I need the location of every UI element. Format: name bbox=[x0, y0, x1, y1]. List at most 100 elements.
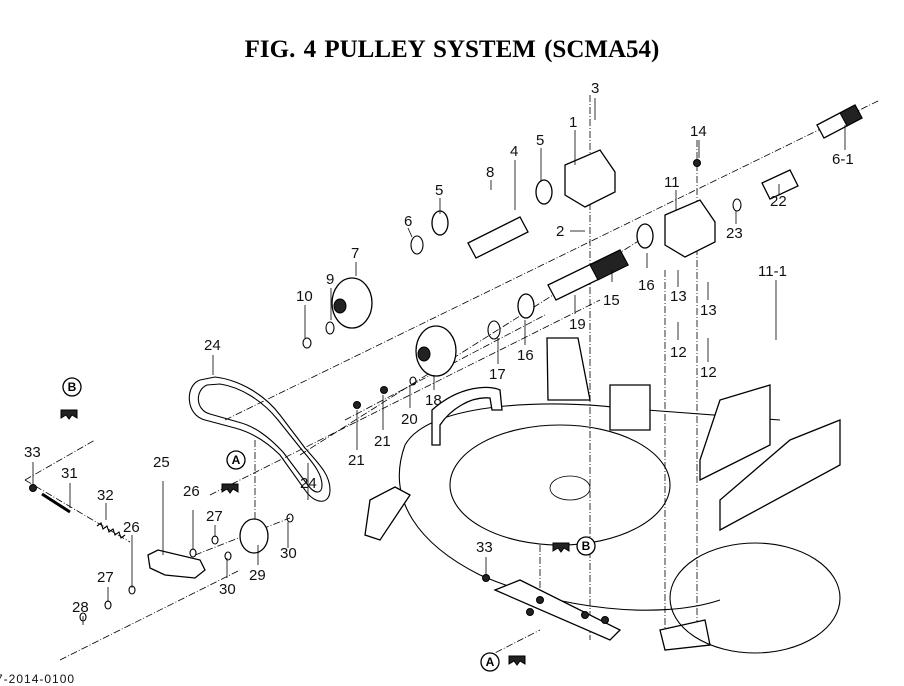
callout-c21b: 21 bbox=[348, 452, 365, 469]
ref-marker-circle bbox=[226, 450, 246, 470]
ref-marker-circle bbox=[480, 652, 500, 672]
callout-c14: 14 bbox=[690, 123, 707, 140]
callout-c22: 22 bbox=[770, 193, 787, 210]
callout-c12b: 12 bbox=[700, 364, 717, 381]
nut bbox=[601, 616, 609, 624]
idler-pulley-29 bbox=[239, 518, 269, 554]
callout-c27a: 27 bbox=[206, 508, 223, 525]
deck-well bbox=[449, 424, 671, 546]
callout-c24a: 24 bbox=[204, 337, 221, 354]
spindle-mount bbox=[546, 337, 591, 401]
washer-10 bbox=[302, 337, 312, 349]
center-lines bbox=[24, 95, 881, 661]
bearing-16 bbox=[636, 223, 654, 249]
callout-c27b: 27 bbox=[97, 569, 114, 586]
center-line bbox=[59, 569, 241, 661]
callout-c7: 7 bbox=[351, 245, 359, 262]
callout-c28: 28 bbox=[72, 599, 89, 616]
ref-marker-circle bbox=[576, 536, 596, 556]
callout-c8: 8 bbox=[486, 164, 494, 181]
nut bbox=[536, 596, 544, 604]
front-axle bbox=[493, 579, 622, 641]
arrow-flag-icon bbox=[60, 409, 78, 420]
bearing-housing-1 bbox=[564, 149, 616, 208]
nut bbox=[353, 401, 361, 409]
ref-marker-b: B bbox=[552, 536, 596, 556]
callout-c2: 2 bbox=[556, 223, 564, 240]
center-line bbox=[224, 99, 881, 421]
bearing-5 bbox=[431, 210, 449, 236]
ref-marker-label: B bbox=[582, 539, 591, 553]
callout-c3: 3 bbox=[591, 80, 599, 97]
callout-c15: 15 bbox=[603, 292, 620, 309]
figure-title: FIG. 4 PULLEY SYSTEM (SCMA54) bbox=[244, 36, 660, 63]
nut bbox=[482, 574, 490, 582]
callout-c30a: 30 bbox=[280, 545, 297, 562]
bearing-housing-11 bbox=[664, 199, 716, 258]
deck-right-well bbox=[669, 542, 841, 654]
ref-marker-label: B bbox=[68, 380, 77, 394]
callout-c18: 18 bbox=[425, 392, 442, 409]
ring-30 bbox=[224, 551, 232, 561]
nut bbox=[380, 386, 388, 394]
deflector-11-1 bbox=[719, 419, 841, 532]
snap-ring-23 bbox=[732, 198, 742, 212]
center-line bbox=[24, 439, 96, 481]
v-belt-inner bbox=[197, 383, 323, 493]
callout-c4: 4 bbox=[510, 143, 518, 160]
washer-27 bbox=[104, 600, 112, 610]
deck-handle bbox=[431, 386, 503, 446]
ref-marker-circle bbox=[62, 377, 82, 397]
shaft-4 bbox=[467, 216, 529, 259]
ref-marker-label: A bbox=[486, 655, 495, 669]
ref-marker-a: A bbox=[480, 652, 526, 672]
pulley-7 bbox=[331, 277, 373, 329]
callout-c20: 20 bbox=[401, 411, 418, 428]
center-line bbox=[299, 239, 641, 456]
callout-c9: 9 bbox=[326, 271, 334, 288]
spring-32 bbox=[96, 522, 126, 539]
callout-c24b: 24 bbox=[300, 475, 317, 492]
nut bbox=[29, 484, 37, 492]
nut bbox=[526, 608, 534, 616]
washer-27 bbox=[211, 535, 219, 545]
ref-marker-label: A bbox=[232, 453, 241, 467]
rod-31 bbox=[41, 492, 71, 514]
callout-c5a: 5 bbox=[536, 132, 544, 149]
callout-c26b: 26 bbox=[123, 519, 140, 536]
footer-code: 7-2014-0100 bbox=[0, 672, 76, 686]
callout-c21a: 21 bbox=[374, 433, 391, 450]
nut bbox=[581, 611, 589, 619]
arrow-flag-icon bbox=[552, 542, 570, 553]
bearing-16 bbox=[517, 293, 535, 319]
callout-c23: 23 bbox=[726, 225, 743, 242]
callout-c33a: 33 bbox=[24, 444, 41, 461]
callout-c31: 31 bbox=[61, 465, 78, 482]
washer-20 bbox=[409, 376, 417, 386]
callout-c13a: 13 bbox=[670, 288, 687, 305]
callout-c26a: 26 bbox=[183, 483, 200, 500]
callout-c11_1: 11-1 bbox=[758, 263, 787, 280]
callout-c30b: 30 bbox=[219, 581, 236, 598]
callout-c19: 19 bbox=[569, 316, 586, 333]
callout-c6_1: 6-1 bbox=[832, 151, 854, 168]
parts-artwork bbox=[29, 104, 863, 654]
callout-c10: 10 bbox=[296, 288, 313, 305]
deck-hanger bbox=[364, 486, 411, 541]
shaft-15-spline bbox=[589, 249, 629, 281]
arrow-flag-icon bbox=[508, 655, 526, 666]
callout-c1: 1 bbox=[569, 114, 577, 131]
tension-arm bbox=[147, 549, 206, 579]
washer-9 bbox=[325, 321, 335, 335]
callout-c11: 11 bbox=[664, 174, 680, 191]
pulley-18 bbox=[415, 325, 457, 377]
center-line bbox=[484, 629, 541, 659]
callout-c25: 25 bbox=[153, 454, 170, 471]
snap-ring-6 bbox=[410, 235, 424, 255]
callout-c33b: 33 bbox=[476, 539, 493, 556]
ring-30 bbox=[286, 513, 294, 523]
callout-c6: 6 bbox=[404, 213, 412, 230]
callout-c5b: 5 bbox=[435, 182, 443, 199]
deck-rim bbox=[404, 403, 781, 446]
callout-c17: 17 bbox=[489, 366, 506, 383]
